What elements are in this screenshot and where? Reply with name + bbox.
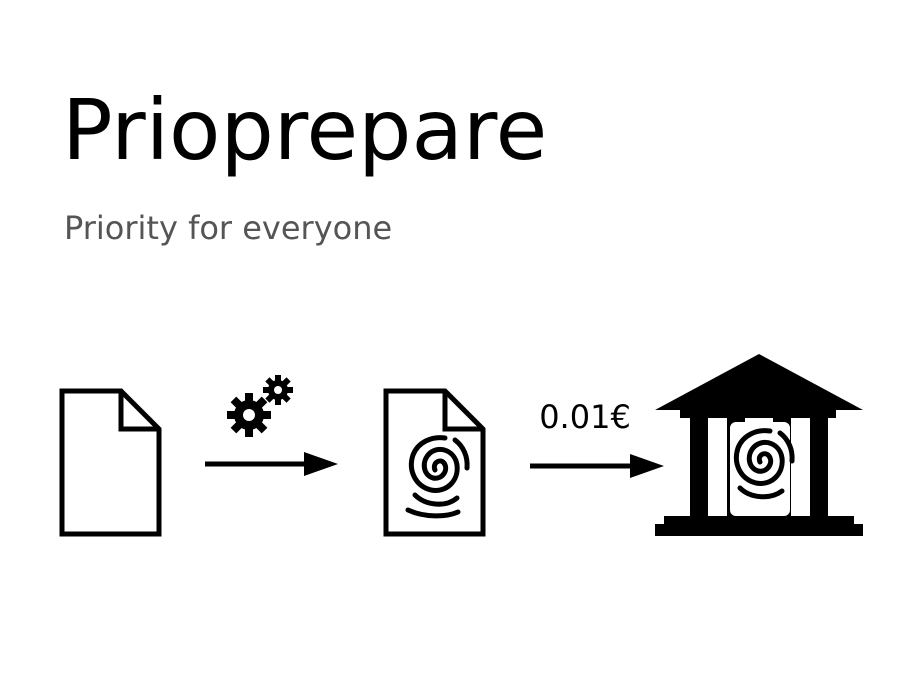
price-label: 0.01€ [539, 398, 631, 436]
fingerprint-document-icon [383, 388, 486, 537]
page-subtitle: Priority for everyone [64, 209, 393, 247]
arrow-right-icon [530, 454, 664, 478]
bank-icon [655, 354, 863, 536]
fingerprint-icon [405, 435, 470, 519]
gears-icon [227, 375, 293, 437]
document-icon [59, 388, 162, 537]
fingerprint-icon [730, 422, 795, 516]
page-title: Prioprepare [62, 81, 548, 179]
arrow-right-icon [205, 452, 338, 476]
